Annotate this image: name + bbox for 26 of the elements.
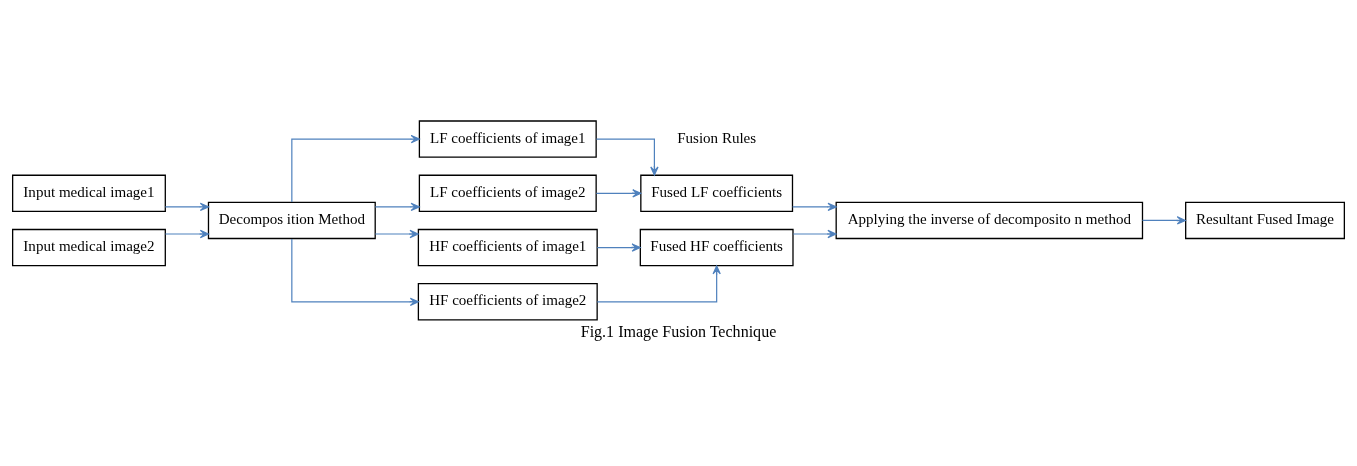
node-box: Input medical image1 xyxy=(12,174,166,212)
arrow xyxy=(374,202,420,211)
node-box: Applying the inverse of decomposito n method xyxy=(835,201,1144,239)
node-box: HF coefficients of image2 xyxy=(417,282,598,321)
node-box: HF coefficients of image1 xyxy=(417,228,598,266)
node-box: LF coefficients of image2 xyxy=(418,174,597,212)
arrow xyxy=(595,188,642,198)
arrow xyxy=(291,134,420,203)
arrow xyxy=(792,229,837,238)
node-box: LF coefficients of image1 xyxy=(418,119,597,158)
caption: Fig.1 Image Fusion Technique xyxy=(580,322,777,340)
arrow xyxy=(164,229,209,238)
node-box: Input medical image2 xyxy=(12,228,166,266)
arrow xyxy=(792,202,837,211)
node-box: Fused LF coefficients xyxy=(640,174,794,212)
arrow xyxy=(596,242,641,252)
arrow xyxy=(595,138,659,176)
arrow xyxy=(374,229,419,238)
arrow xyxy=(1141,215,1186,225)
label: Fusion Rules xyxy=(677,129,757,146)
arrow xyxy=(164,202,209,211)
node-box: Fused HF coefficients xyxy=(639,228,794,266)
arrow xyxy=(596,264,721,302)
arrow xyxy=(291,237,419,306)
node-box: Decompos ition Method xyxy=(207,201,376,239)
node-box: Resultant Fused Image xyxy=(1185,201,1345,239)
